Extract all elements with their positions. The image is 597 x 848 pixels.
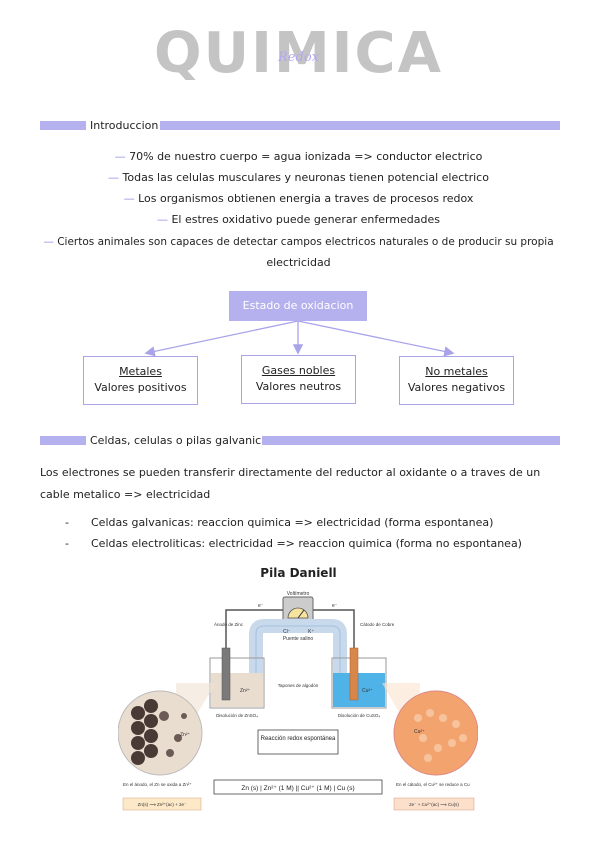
intro-bullet-2: — Todas las celulas musculares y neurona…	[108, 171, 489, 184]
intro-bullet-3: — Los organismos obtienen energia a trav…	[123, 192, 474, 205]
plugs-label: Tapones de algodón	[278, 683, 319, 688]
category-value: Valores negativos	[407, 381, 506, 394]
intro-bullet-4: — El estres oxidativo puede generar enfe…	[156, 213, 440, 226]
section-title: Introduccion	[90, 119, 159, 132]
section-header-intro: Introduccion	[40, 116, 560, 136]
copper-ion-label: Cu²⁺	[362, 688, 373, 694]
oxidation-state-box: Estado de oxidacion	[229, 291, 367, 321]
intro-bullet-5: — Ciertos animales son capaces de detect…	[43, 236, 554, 248]
reaction-label: Reacción redox espontánea	[261, 736, 336, 742]
cathode-caption: En el cátodo, el Cu²⁺ se reduce a Cu	[396, 782, 470, 787]
header-bar-left	[40, 436, 86, 445]
category-value: Valores neutros	[255, 380, 342, 393]
category-gases-nobles: Gases nobles Valores neutros	[241, 355, 356, 404]
page-title: QUIMICA	[154, 21, 443, 86]
cell-notation: Zn (s) | Zn²⁺ (1 M) || Cu²⁺ (1 M) | Cu (…	[241, 785, 354, 792]
header-bar-right	[262, 436, 560, 445]
copper-ion-zoom: Cu²⁺	[414, 729, 425, 735]
category-name: Gases nobles	[261, 364, 336, 377]
page-subtitle: Redox	[278, 50, 319, 65]
electron-right: e⁻	[332, 603, 338, 609]
zinc-ion-label: Zn²⁺	[240, 688, 251, 694]
cathode-label: Cátodo de Cobre	[360, 622, 395, 627]
cells-item-2: -Celdas electroliticas: electricidad => …	[65, 537, 522, 550]
cells-item-1: -Celdas galvanicas: reaccion quimica => …	[65, 516, 494, 529]
zinc-ion-zoom: Zn²⁺	[180, 732, 191, 738]
anode-label: Ánodo de Zinc	[214, 621, 244, 627]
figure-title: Pila Daniell	[260, 566, 337, 580]
category-value: Valores positivos	[94, 381, 187, 394]
intro-bullet-1: — 70% de nuestro cuerpo = agua ionizada …	[114, 150, 483, 163]
voltmeter-label: Voltímetro	[287, 591, 310, 597]
intro-bullet-5-cont: electricidad	[266, 256, 331, 269]
chloride-ion: Cl⁻	[283, 629, 291, 635]
section-title: Celdas, celulas o pilas galvanicas	[90, 434, 274, 447]
category-no-metales: No metales Valores negativos	[399, 356, 514, 405]
left-solution-label: Disolución de ZnSO₄	[216, 713, 258, 718]
electron-left: e⁻	[258, 603, 264, 609]
anode-equation: Zn(s) ⟶ Zn²⁺(ac) + 2e⁻	[138, 802, 187, 807]
category-name: No metales	[425, 365, 488, 378]
right-solution-label: Disolución de CuSO₄	[338, 713, 381, 718]
anode-caption: En el ánodo, el Zn se oxida a Zn²⁺	[123, 782, 192, 787]
header-bar-left	[40, 121, 86, 130]
potassium-ion: K⁺	[308, 629, 314, 635]
cathode-equation: 2e⁻ + Cu²⁺(ac) ⟶ Cu(s)	[409, 802, 459, 807]
section-header-cells: Celdas, celulas o pilas galvanicas	[40, 431, 560, 451]
category-metales: Metales Valores positivos	[83, 356, 198, 405]
daniell-cell-figure: Voltímetro e⁻ e⁻ Puente salino Cl⁻ K⁺ Án…	[117, 588, 479, 820]
daniell-cell-illustration: Voltímetro e⁻ e⁻ Puente salino Cl⁻ K⁺ Án…	[117, 591, 479, 811]
header-bar-right	[160, 121, 560, 130]
cells-paragraph: Los electrones se pueden transferir dire…	[40, 466, 541, 501]
salt-bridge-label: Puente salino	[283, 636, 314, 642]
category-name: Metales	[119, 365, 162, 378]
